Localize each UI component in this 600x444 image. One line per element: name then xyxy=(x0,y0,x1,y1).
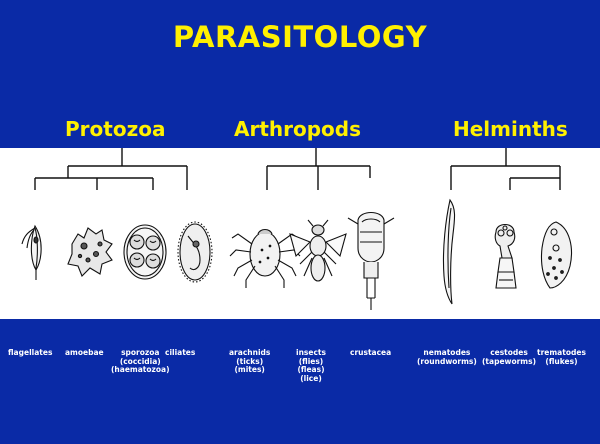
label-trematodes: trematodes (flukes) xyxy=(537,349,586,366)
coccidia-oocyst-icon xyxy=(124,225,166,279)
member-name: flagellates xyxy=(8,349,52,358)
label-sporozoa: sporozoa (coccidia) (haematozoa) xyxy=(111,349,170,375)
classification-tree xyxy=(0,148,600,319)
illustration-panel xyxy=(0,148,600,319)
copepod-icon xyxy=(348,213,394,311)
ciliate-icon xyxy=(178,222,212,282)
member-note: (flukes) xyxy=(537,358,586,367)
label-nematodes: nematodes (roundworms) xyxy=(417,349,477,366)
roundworm-icon xyxy=(443,200,454,304)
fly-icon xyxy=(290,220,346,281)
member-note: (lice) xyxy=(296,375,326,384)
group-heading-protozoa: Protozoa xyxy=(65,117,165,141)
arthropods-tree-lines xyxy=(267,148,370,190)
label-arachnids: arachnids (ticks) (mites) xyxy=(229,349,270,375)
label-insects: insects (flies) (fleas) (lice) xyxy=(296,349,326,383)
label-cestodes: cestodes (tapeworms) xyxy=(482,349,536,366)
helminths-tree-lines xyxy=(451,148,560,190)
protozoa-tree-lines xyxy=(35,148,187,190)
member-name: ciliates xyxy=(165,349,195,358)
member-note: (tapeworms) xyxy=(482,358,536,367)
label-amoebae: amoebae xyxy=(65,349,104,358)
member-note: (mites) xyxy=(229,366,270,375)
label-crustacea: crustacea xyxy=(350,349,391,358)
amoeba-icon xyxy=(68,228,112,276)
label-flagellates: flagellates xyxy=(8,349,52,358)
slide-title: PARASITOLOGY xyxy=(0,20,600,54)
group-heading-helminths: Helminths xyxy=(453,117,568,141)
tapeworm-scolex-icon xyxy=(495,225,516,289)
flagellate-icon xyxy=(22,226,41,280)
tick-icon xyxy=(230,230,300,289)
fluke-icon xyxy=(541,222,571,288)
group-heading-arthropods: Arthropods xyxy=(234,117,361,141)
member-name: amoebae xyxy=(65,349,104,358)
member-name: crustacea xyxy=(350,349,391,358)
member-note: (roundworms) xyxy=(417,358,477,367)
member-note: (haematozoa) xyxy=(111,366,170,375)
label-ciliates: ciliates xyxy=(165,349,195,358)
